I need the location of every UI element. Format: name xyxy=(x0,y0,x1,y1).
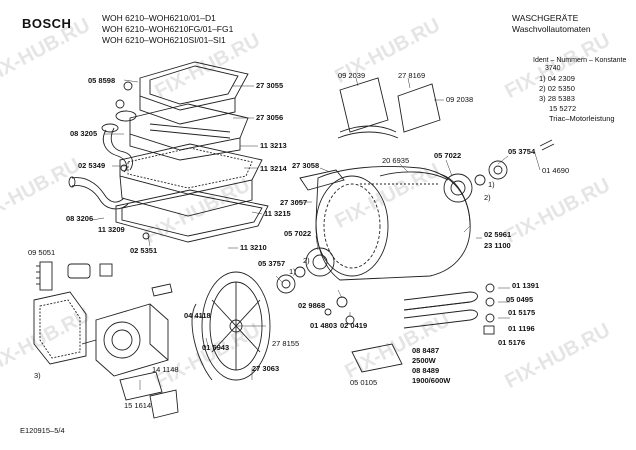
control-module-drawing xyxy=(33,291,87,365)
model-line-1: WOH 6210–WOH6210/01–D1 xyxy=(102,13,216,23)
part-label: 27 3055 xyxy=(256,81,284,90)
small-parts-drawing xyxy=(115,81,355,325)
part-label: 02 5349 xyxy=(78,161,106,170)
legend-item: 1) 04 2309 xyxy=(539,74,575,83)
part-label: 05 0105 xyxy=(350,378,378,387)
legend-item: 3) 28 5383 xyxy=(539,94,575,103)
lid-drawing xyxy=(337,77,441,139)
legend-code: 3740 xyxy=(545,65,561,72)
part-label: 11 3214 xyxy=(260,164,287,173)
part-label: 11 3213 xyxy=(260,141,287,150)
part-label: 01 4803 xyxy=(310,321,338,330)
mount-bracket-drawing xyxy=(119,371,179,419)
legend-item: Triac–Motorleistung xyxy=(549,114,615,123)
legend-item: 2) 02 5350 xyxy=(539,84,575,93)
tub-top-drawing xyxy=(119,143,263,217)
flange-right-drawing xyxy=(443,139,555,203)
filter-drawing xyxy=(67,263,113,279)
part-label: 20 6935 xyxy=(382,156,410,165)
part-label: 08 3206 xyxy=(66,214,94,223)
detergent-drawer-frame-drawing xyxy=(139,61,249,125)
part-label: 14 1148 xyxy=(152,365,179,374)
ref-marker: 2) xyxy=(484,193,491,202)
part-label: 01 4690 xyxy=(542,166,570,175)
part-label: 09 2039 xyxy=(338,71,366,80)
part-label: 09 2038 xyxy=(446,95,474,104)
part-label: 15 1614 xyxy=(124,401,152,410)
part-label: 01 5943 xyxy=(202,343,230,352)
motor-drawing xyxy=(81,303,169,377)
part-label: 27 8169 xyxy=(398,71,426,80)
part-label: 05 7022 xyxy=(434,151,462,160)
lower-frame-drawing xyxy=(115,189,269,243)
category-title: WASCHGERÄTE xyxy=(512,13,579,23)
hose-drawing xyxy=(68,123,133,210)
brand-logo-text: BOSCH xyxy=(22,16,72,31)
legend-title: Ident – Nummern – Konstante xyxy=(533,57,627,64)
part-label: 08 3205 xyxy=(70,129,98,138)
part-label: 01 1196 xyxy=(508,324,535,333)
part-label: 02 0419 xyxy=(340,321,368,330)
part-label: 02 5351 xyxy=(130,246,158,255)
leader-lines xyxy=(91,77,541,390)
ref-marker: 3) xyxy=(34,371,41,380)
part-label: 27 3056 xyxy=(256,113,284,122)
belt-drawing xyxy=(191,303,213,381)
part-label: 08 8487 xyxy=(412,346,440,355)
part-label: 05 3754 xyxy=(508,147,536,156)
part-label: 09 5051 xyxy=(28,248,56,257)
ref-marker: 2) xyxy=(303,256,310,265)
part-label: 27 8155 xyxy=(272,339,300,348)
part-label: 2500W xyxy=(412,356,436,365)
pad-drawing xyxy=(351,343,403,373)
harness-drawing xyxy=(36,261,53,291)
part-label: 27 3057 xyxy=(280,198,308,207)
heater-drawing xyxy=(403,291,478,329)
part-label: 23 1100 xyxy=(484,241,511,250)
diagram-code: E120915–5/4 xyxy=(20,426,65,435)
legend-item: 15 5272 xyxy=(549,104,577,113)
part-label: 27 3063 xyxy=(252,364,280,373)
part-label: 01 5175 xyxy=(508,308,536,317)
part-label: 02 9868 xyxy=(298,301,326,310)
part-label: 02 5961 xyxy=(484,230,512,239)
part-label: 27 3058 xyxy=(292,161,320,170)
part-label: 05 8598 xyxy=(88,76,116,85)
part-label: 04 4118 xyxy=(184,311,211,320)
part-label: 05 3757 xyxy=(258,259,286,268)
category-subtitle: Waschvollautomaten xyxy=(512,24,591,34)
drum-drawing xyxy=(315,166,471,281)
part-label: 11 3210 xyxy=(240,243,267,252)
part-label: 08 8489 xyxy=(412,366,440,375)
part-label: 01 1391 xyxy=(512,281,540,290)
part-label: 01 5176 xyxy=(498,338,526,347)
part-label: 05 0495 xyxy=(506,295,534,304)
part-label: 11 3209 xyxy=(98,225,125,234)
part-label: 11 3215 xyxy=(264,209,291,218)
bracket-drawing xyxy=(299,169,345,191)
flange-left-drawing xyxy=(276,247,335,294)
model-line-2: WOH 6210–WOH6210FG/01–FG1 xyxy=(102,24,234,34)
ref-marker: 1) xyxy=(488,180,495,189)
ref-marker: 1) xyxy=(289,267,296,276)
part-label: 05 7022 xyxy=(284,229,312,238)
sensor-drawing xyxy=(483,283,495,335)
model-line-3: WOH 6210–WOH6210SI/01–SI1 xyxy=(102,35,226,45)
part-label: 1900/600W xyxy=(412,376,451,385)
clip-drawing xyxy=(151,283,173,297)
